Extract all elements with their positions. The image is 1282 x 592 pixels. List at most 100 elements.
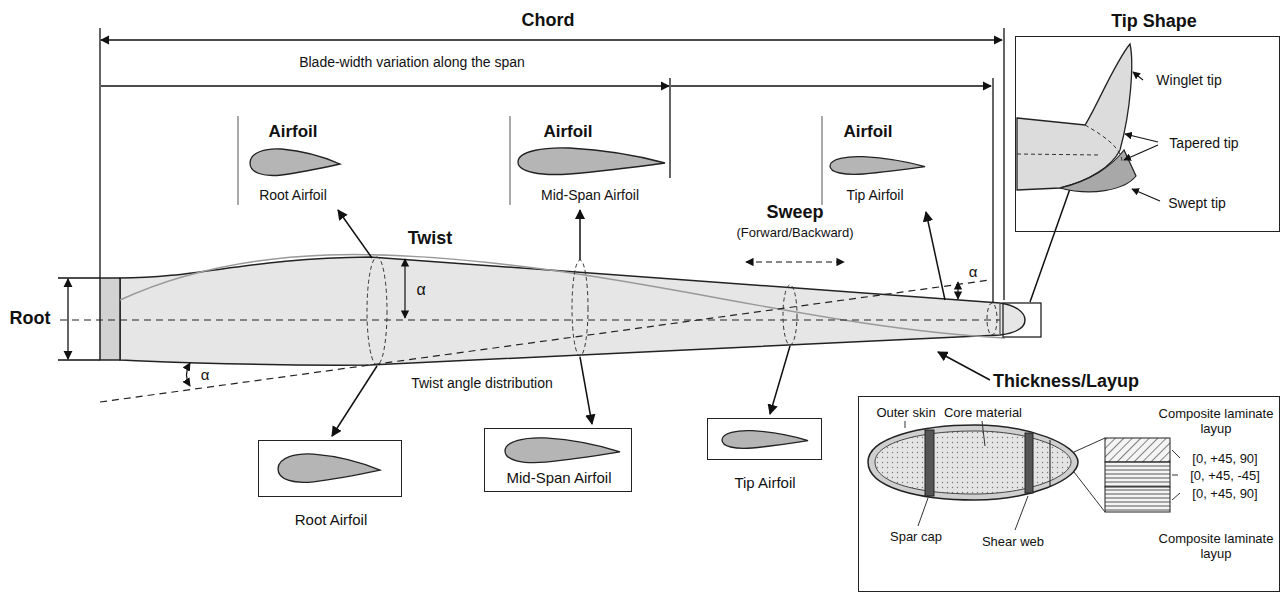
blade-body	[100, 278, 120, 360]
tip-shape-drawing	[1124, 72, 1160, 201]
section-leaders	[770, 346, 790, 414]
blade-body	[60, 319, 1000, 320]
feature-note: (Forward/Backward)	[736, 226, 853, 241]
layup-drawing	[868, 421, 1180, 530]
section-leaders	[332, 152, 1083, 436]
lower-airfoils	[505, 438, 620, 463]
blade-body	[1000, 304, 1001, 334]
layup-panel: Thickness/LayupOuter skinCore materialCo…	[858, 396, 1280, 592]
layup-drawing	[982, 421, 985, 446]
layup-drawing	[1172, 493, 1180, 500]
airfoil-name: Root Airfoil	[295, 511, 368, 528]
tip-shape-drawing	[1125, 134, 1158, 142]
angle-symbol: α	[414, 281, 427, 299]
lower-airfoils	[722, 431, 808, 449]
feature-note: Twist angle distribution	[409, 375, 555, 391]
twist-arrows	[957, 282, 958, 299]
airfoil-name: Mid-Span Airfoil	[506, 469, 611, 486]
airfoil-name: Mid-Span Airfoil	[541, 187, 639, 203]
dimension-lines	[58, 277, 100, 278]
blade-body	[367, 257, 387, 365]
tip-shape-panel: Tip ShapeWinglet tipTapered tipSwept tip	[1015, 36, 1280, 232]
blade-body	[100, 280, 990, 402]
callout-label: Shear web	[982, 535, 1044, 550]
feature-heading: Twist	[406, 228, 455, 249]
blade-body	[367, 257, 997, 365]
dimension-lines	[99, 28, 100, 278]
tip-shape-drawing	[1017, 154, 1100, 155]
tip-shape-drawing	[1133, 72, 1143, 80]
layup-drawing	[925, 430, 934, 496]
callout-label: Winglet tip	[1156, 72, 1221, 88]
blade-body	[60, 255, 1041, 402]
section-leaders	[332, 366, 377, 436]
blade-body	[783, 285, 797, 345]
callout-label: Composite laminate layup	[1155, 407, 1277, 437]
layup-drawing	[1049, 440, 1050, 486]
twist-arrows	[187, 363, 191, 386]
twist-arrows	[746, 261, 844, 262]
dimension-lines	[67, 279, 68, 359]
ply-sequence: [0, +45, 90]	[1192, 487, 1257, 502]
tip-shape-drawing	[1085, 125, 1122, 162]
section-leaders	[580, 357, 592, 424]
ply-sequence: [0, +45, 90]	[1192, 452, 1257, 467]
section-leaders	[926, 212, 945, 300]
layup-drawing	[905, 421, 1180, 530]
callout-label: Core material	[944, 406, 1022, 421]
section-heading: Airfoil	[543, 122, 592, 142]
callout-label: Swept tip	[1168, 195, 1226, 211]
callout-label: Outer skin	[876, 406, 935, 421]
layup-drawing	[1025, 433, 1033, 493]
section-leaders	[579, 210, 581, 260]
airfoil-leader-lines	[822, 116, 823, 205]
ply-sequence: [0, +45, -45]	[1190, 469, 1260, 484]
layup-drawing	[905, 421, 906, 428]
layup-drawing	[1105, 462, 1170, 487]
dimension-lines	[992, 78, 993, 305]
dimension-lines	[101, 85, 669, 86]
dimension-lines	[671, 85, 991, 86]
panel-heading: Tip Shape	[1111, 11, 1197, 32]
feature-heading: Sweep	[766, 202, 823, 223]
tip-shape-drawing	[1132, 189, 1160, 201]
airfoil-leader-lines	[510, 116, 511, 205]
upper-airfoils	[830, 157, 925, 175]
upper-airfoils	[250, 149, 340, 176]
twist-arrows	[404, 259, 405, 318]
upper-airfoils	[518, 148, 665, 175]
layup-drawing	[1015, 496, 1028, 530]
dimension-lines	[101, 39, 1002, 40]
dimension-title: Root	[10, 308, 51, 329]
tip-shape-drawing	[1124, 145, 1158, 160]
layup-drawing	[918, 498, 928, 526]
callout-label: Spar cap	[890, 530, 942, 545]
section-heading: Airfoil	[843, 122, 892, 142]
layup-drawing	[875, 431, 1071, 494]
blade-body	[987, 303, 997, 335]
dimension-lines	[58, 359, 100, 360]
blade-body	[1003, 303, 1041, 337]
dimension-label: Blade-width variation along the span	[299, 54, 525, 70]
airfoil-name: Tip Airfoil	[734, 474, 795, 491]
dimension-title: Chord	[522, 10, 575, 31]
airfoil-leader-lines	[238, 116, 239, 205]
angle-symbol: α	[199, 366, 212, 383]
airfoil-box: Root Airfoil	[258, 440, 402, 497]
dimension-lines	[669, 78, 670, 178]
blade-body	[572, 260, 588, 356]
layup-drawing	[1105, 487, 1170, 512]
section-leaders	[938, 352, 990, 380]
section-leaders	[338, 210, 372, 258]
airfoil-name: Root Airfoil	[259, 187, 327, 203]
layup-drawing	[1105, 438, 1170, 462]
blade-body	[120, 255, 1005, 338]
layup-drawing	[1172, 475, 1178, 476]
dimension-lines	[1003, 28, 1004, 300]
lower-airfoils	[278, 454, 380, 482]
airfoil-box: Tip Airfoil	[707, 418, 822, 460]
tip-shape-drawing	[1060, 150, 1136, 192]
airfoil-name: Tip Airfoil	[846, 187, 903, 203]
